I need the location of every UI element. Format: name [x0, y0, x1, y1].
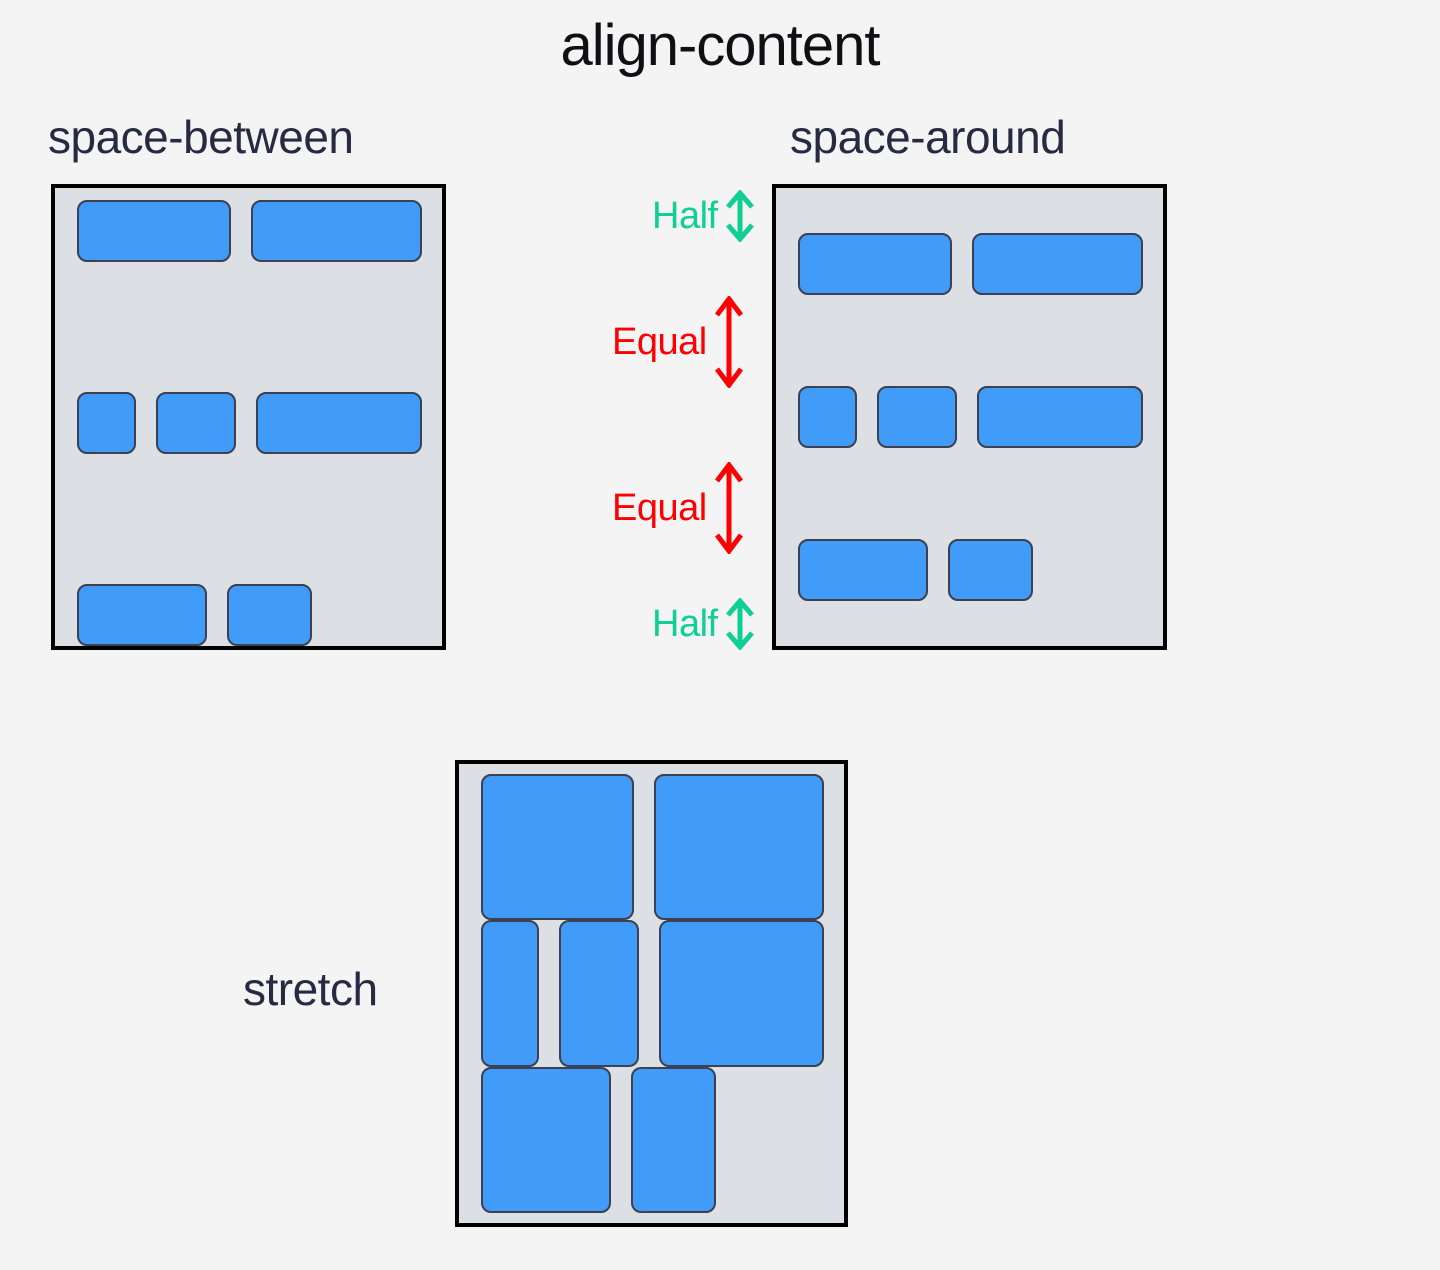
flex-item [155, 392, 237, 454]
flex-item [798, 233, 952, 296]
flex-container-space-between [51, 184, 446, 650]
flex-item [481, 774, 634, 921]
double-arrow-vertical-icon [725, 190, 754, 242]
flex-row [459, 774, 844, 921]
double-arrow-vertical-icon [725, 598, 754, 650]
flex-item [631, 1066, 716, 1213]
flex-container-stretch [455, 760, 848, 1227]
flex-row [55, 392, 442, 454]
annotation-label: Equal [612, 486, 707, 529]
flex-item [481, 920, 540, 1067]
annotation-equal-upper: Equal [612, 296, 745, 388]
annotation-label: Equal [612, 320, 707, 363]
flex-item [798, 385, 857, 448]
annotation-half-top: Half [652, 190, 756, 242]
flex-row [55, 200, 442, 262]
flex-item [653, 774, 824, 921]
double-arrow-vertical-icon [714, 462, 743, 554]
double-arrow-vertical-icon [714, 296, 743, 388]
flex-row [459, 920, 844, 1067]
flex-item [977, 385, 1143, 448]
flex-item [250, 200, 422, 262]
flex-item [559, 920, 640, 1067]
flex-item [77, 584, 207, 646]
flex-item [227, 584, 312, 646]
annotation-equal-lower: Equal [612, 462, 745, 554]
flex-item [659, 920, 824, 1067]
flex-item [481, 1066, 611, 1213]
annotation-label: Half [652, 194, 718, 237]
flex-item [948, 538, 1033, 601]
flex-item [256, 392, 422, 454]
flex-row [776, 385, 1163, 448]
flex-row [55, 584, 442, 646]
flex-item [876, 385, 958, 448]
flex-container-space-around [772, 184, 1167, 650]
flex-row [776, 538, 1163, 601]
annotation-half-bottom: Half [652, 598, 756, 650]
flex-row [776, 233, 1163, 296]
section-label-stretch: stretch [243, 963, 378, 1015]
page-title: align-content [560, 13, 880, 78]
flex-item [77, 392, 136, 454]
flex-item [971, 233, 1143, 296]
section-label-space-between: space-between [48, 111, 354, 163]
flex-item [798, 538, 928, 601]
flex-item [77, 200, 231, 262]
flex-row [459, 1066, 844, 1213]
section-label-space-around: space-around [790, 111, 1066, 163]
annotation-label: Half [652, 602, 718, 645]
